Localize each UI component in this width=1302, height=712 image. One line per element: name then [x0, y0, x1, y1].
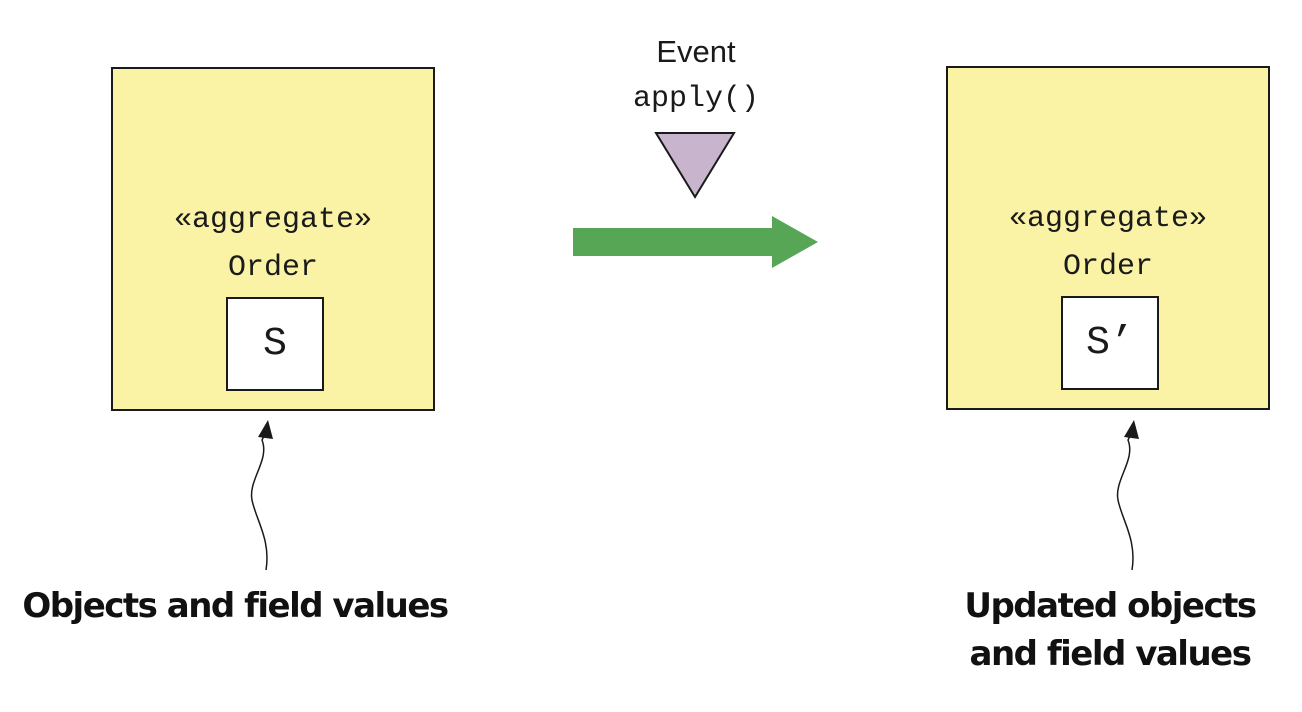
pointer-arrow-right-icon — [1116, 420, 1139, 571]
aggregate-class-name-before: Order — [227, 251, 318, 285]
state-box-before: S — [226, 297, 324, 391]
pointer-arrow-left-icon — [250, 420, 273, 571]
aggregate-stereotype-after: «aggregate» — [1008, 202, 1208, 236]
aggregate-stereotype-before: «aggregate» — [173, 203, 373, 237]
transition-arrow-icon — [573, 216, 818, 268]
event-triangle-icon — [654, 132, 736, 199]
event-method: apply() — [632, 82, 760, 116]
event-title: Event — [656, 34, 736, 69]
caption-after: Updated objects and field values — [964, 586, 1257, 674]
aggregate-class-name-after: Order — [1062, 250, 1153, 284]
state-box-after: S’ — [1061, 296, 1159, 390]
order-aggregate-after: «aggregate» Order S’ — [946, 66, 1270, 410]
order-aggregate-before: «aggregate» Order S — [111, 67, 435, 411]
caption-before: Objects and field values — [22, 586, 449, 626]
